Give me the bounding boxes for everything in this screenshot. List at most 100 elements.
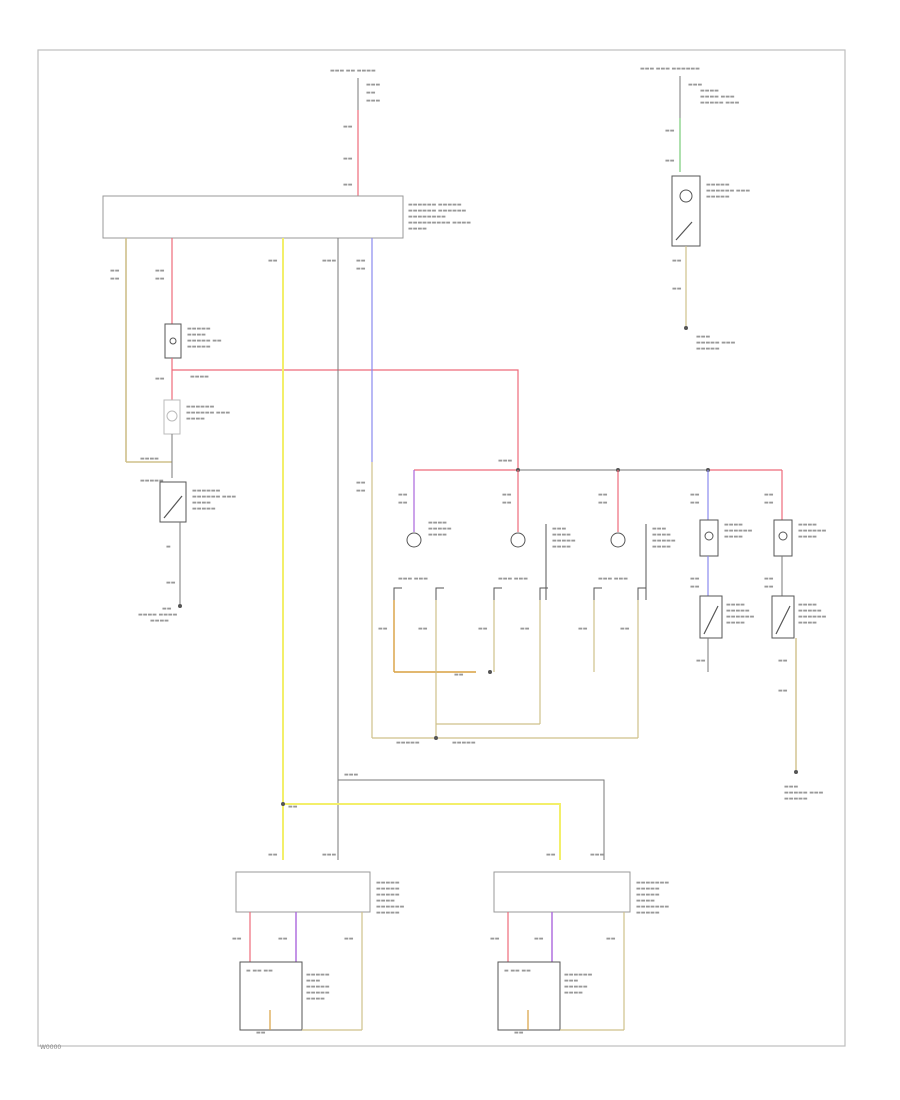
svg-text:▬▬▬▬: ▬▬▬▬ bbox=[428, 532, 447, 538]
svg-text:▬▬▬▬▬: ▬▬▬▬▬ bbox=[652, 538, 676, 544]
svg-text:▬▬: ▬▬ bbox=[343, 182, 353, 188]
svg-text:▬▬: ▬▬ bbox=[778, 688, 788, 694]
svg-text:▬▬▬ ▬▬▬: ▬▬▬ ▬▬▬ bbox=[398, 576, 428, 582]
svg-text:▬▬: ▬▬ bbox=[344, 936, 354, 942]
svg-text:▬▬: ▬▬ bbox=[343, 124, 353, 130]
svg-text:▬▬▬▬▬: ▬▬▬▬▬ bbox=[376, 886, 400, 892]
svg-text:▬▬▬: ▬▬▬ bbox=[564, 978, 578, 984]
svg-text:▬▬▬▬: ▬▬▬▬ bbox=[192, 500, 211, 506]
svg-text:▬▬▬▬▬: ▬▬▬▬▬ bbox=[376, 892, 400, 898]
svg-text:▬▬▬▬▬: ▬▬▬▬▬ bbox=[192, 506, 216, 512]
svg-text:▬▬: ▬▬ bbox=[256, 1030, 266, 1036]
svg-text:▬ ▬▬ ▬▬: ▬ ▬▬ ▬▬ bbox=[504, 968, 531, 974]
svg-text:▬▬▬▬: ▬▬▬▬ bbox=[552, 544, 571, 550]
svg-text:▬▬: ▬▬ bbox=[665, 158, 675, 164]
svg-text:▬▬▬▬▬: ▬▬▬▬▬ bbox=[376, 910, 400, 916]
svg-text:▬▬▬▬▬: ▬▬▬▬▬ bbox=[636, 892, 660, 898]
svg-text:▬▬: ▬▬ bbox=[764, 584, 774, 590]
svg-text:▬▬▬▬: ▬▬▬▬ bbox=[428, 520, 447, 526]
svg-text:▬▬▬▬▬▬▬▬▬ ▬▬▬▬: ▬▬▬▬▬▬▬▬▬ ▬▬▬▬ bbox=[408, 220, 471, 226]
hot-at-all-times-feed: ▬▬▬ ▬▬ ▬▬▬▬ ▬▬▬ ▬▬ ▬▬▬ ▬▬ ▬▬ ▬▬ bbox=[330, 68, 380, 196]
svg-text:▬▬▬▬: ▬▬▬▬ bbox=[724, 534, 743, 540]
svg-text:▬▬: ▬▬ bbox=[672, 286, 682, 292]
svg-text:▬▬▬▬▬: ▬▬▬▬▬ bbox=[636, 886, 660, 892]
svg-text:▬ ▬▬ ▬▬: ▬ ▬▬ ▬▬ bbox=[246, 968, 273, 974]
svg-text:▬▬▬▬▬: ▬▬▬▬▬ bbox=[187, 344, 211, 350]
svg-text:▬▬▬▬▬▬: ▬▬▬▬▬▬ bbox=[798, 528, 827, 534]
svg-text:▬▬▬▬: ▬▬▬▬ bbox=[552, 532, 571, 538]
svg-text:▬▬▬ ▬▬ ▬▬▬▬: ▬▬▬ ▬▬ ▬▬▬▬ bbox=[330, 68, 376, 74]
svg-text:▬▬: ▬▬ bbox=[778, 658, 788, 664]
svg-text:▬▬▬: ▬▬▬ bbox=[322, 258, 336, 264]
svg-text:▬▬▬: ▬▬▬ bbox=[652, 526, 666, 532]
svg-text:▬▬▬▬▬: ▬▬▬▬▬ bbox=[564, 984, 588, 990]
driver-seat-module: ▬▬▬▬▬ ▬▬▬▬▬ ▬▬▬▬▬ ▬▬▬▬ ▬▬▬▬▬▬ ▬▬▬▬▬ ▬▬ ▬… bbox=[232, 871, 405, 1036]
svg-text:▬▬▬▬▬▬▬: ▬▬▬▬▬▬▬ bbox=[636, 880, 669, 886]
svg-text:▬▬▬▬ ▬▬▬: ▬▬▬▬ ▬▬▬ bbox=[700, 94, 735, 100]
svg-text:▬▬: ▬▬ bbox=[690, 576, 700, 582]
svg-text:▬▬▬: ▬▬▬ bbox=[322, 852, 336, 858]
svg-text:▬▬▬: ▬▬▬ bbox=[366, 82, 380, 88]
svg-text:▬▬: ▬▬ bbox=[690, 584, 700, 590]
svg-text:▬▬: ▬▬ bbox=[454, 672, 464, 678]
svg-text:▬▬▬▬▬: ▬▬▬▬▬ bbox=[306, 990, 330, 996]
diagram-frame bbox=[37, 49, 846, 1047]
svg-text:▬▬▬▬▬ ▬▬▬: ▬▬▬▬▬ ▬▬▬ bbox=[696, 340, 736, 346]
svg-text:▬▬▬▬▬ ▬▬▬: ▬▬▬▬▬ ▬▬▬ bbox=[700, 100, 740, 106]
svg-text:▬▬▬▬▬: ▬▬▬▬▬ bbox=[396, 740, 420, 746]
svg-text:▬▬▬▬: ▬▬▬▬ bbox=[700, 88, 719, 94]
svg-text:▬▬: ▬▬ bbox=[356, 488, 366, 494]
svg-text:▬▬: ▬▬ bbox=[546, 852, 556, 858]
svg-text:▬▬▬▬: ▬▬▬▬ bbox=[150, 618, 169, 624]
svg-text:▬▬▬▬: ▬▬▬▬ bbox=[306, 996, 325, 1002]
svg-text:▬▬▬▬▬▬: ▬▬▬▬▬▬ bbox=[726, 614, 755, 620]
svg-text:▬▬▬▬▬: ▬▬▬▬▬ bbox=[726, 608, 750, 614]
svg-text:▬▬▬▬▬▬: ▬▬▬▬▬▬ bbox=[798, 614, 827, 620]
svg-text:▬▬: ▬▬ bbox=[110, 268, 120, 274]
svg-text:▬▬▬▬: ▬▬▬▬ bbox=[726, 602, 745, 608]
svg-text:▬▬▬▬: ▬▬▬▬ bbox=[408, 226, 427, 232]
svg-text:▬▬▬▬▬▬ ▬▬▬▬▬▬: ▬▬▬▬▬▬ ▬▬▬▬▬▬ bbox=[408, 208, 467, 214]
svg-text:▬▬: ▬▬ bbox=[764, 492, 774, 498]
svg-text:▬▬▬▬▬ ▬▬: ▬▬▬▬▬ ▬▬ bbox=[187, 338, 222, 344]
svg-text:▬▬: ▬▬ bbox=[598, 500, 608, 506]
svg-text:▬▬▬▬: ▬▬▬▬ bbox=[187, 332, 206, 338]
svg-text:▬▬▬: ▬▬▬ bbox=[344, 772, 358, 778]
svg-text:▬▬: ▬▬ bbox=[366, 90, 376, 96]
svg-text:▬▬: ▬▬ bbox=[268, 852, 278, 858]
svg-text:▬▬▬▬▬: ▬▬▬▬▬ bbox=[306, 972, 330, 978]
svg-text:▬▬▬: ▬▬▬ bbox=[306, 978, 320, 984]
svg-text:▬▬▬▬: ▬▬▬▬ bbox=[652, 544, 671, 550]
page-code: W0000 bbox=[40, 1044, 62, 1051]
svg-text:▬▬▬▬: ▬▬▬▬ bbox=[798, 534, 817, 540]
svg-text:▬▬: ▬▬ bbox=[232, 936, 242, 942]
svg-text:▬▬: ▬▬ bbox=[398, 500, 408, 506]
passenger-seat-module: ▬▬▬▬▬▬▬ ▬▬▬▬▬ ▬▬▬▬▬ ▬▬▬▬ ▬▬▬▬▬▬▬ ▬▬▬▬▬ ▬… bbox=[490, 871, 669, 1036]
svg-text:▬▬▬▬▬▬: ▬▬▬▬▬▬ bbox=[376, 904, 405, 910]
svg-text:▬▬: ▬▬ bbox=[356, 266, 366, 272]
svg-text:▬▬▬▬: ▬▬▬▬ bbox=[190, 374, 209, 380]
lamp-bus: ▬▬▬ ▬▬ ▬▬ ▬▬▬▬ ▬▬▬▬▬ ▬▬▬▬ ▬▬ ▬▬ ▬▬▬ ▬▬▬▬… bbox=[398, 458, 827, 802]
svg-text:▬▬: ▬▬ bbox=[356, 480, 366, 486]
svg-text:▬▬: ▬▬ bbox=[502, 492, 512, 498]
svg-text:▬▬▬▬▬: ▬▬▬▬▬ bbox=[187, 326, 211, 332]
svg-text:▬▬▬▬▬: ▬▬▬▬▬ bbox=[428, 526, 452, 532]
svg-text:▬▬▬ ▬▬▬: ▬▬▬ ▬▬▬ bbox=[498, 576, 528, 582]
svg-text:▬▬: ▬▬ bbox=[166, 580, 176, 586]
svg-text:▬▬▬▬▬: ▬▬▬▬▬ bbox=[636, 910, 660, 916]
svg-text:▬▬▬: ▬▬▬ bbox=[366, 98, 380, 104]
svg-text:▬▬▬▬▬▬▬▬: ▬▬▬▬▬▬▬▬ bbox=[408, 214, 446, 220]
svg-text:▬▬▬▬: ▬▬▬▬ bbox=[564, 990, 583, 996]
svg-text:▬▬: ▬▬ bbox=[162, 606, 172, 612]
svg-text:▬▬▬: ▬▬▬ bbox=[696, 334, 710, 340]
svg-text:▬▬▬: ▬▬▬ bbox=[498, 458, 512, 464]
svg-text:▬▬▬▬▬▬: ▬▬▬▬▬▬ bbox=[724, 528, 753, 534]
svg-text:▬▬▬: ▬▬▬ bbox=[590, 852, 604, 858]
svg-text:▬▬: ▬▬ bbox=[398, 492, 408, 498]
svg-text:▬: ▬ bbox=[166, 544, 171, 550]
svg-text:▬▬: ▬▬ bbox=[598, 492, 608, 498]
svg-text:▬▬: ▬▬ bbox=[578, 626, 588, 632]
svg-text:▬▬▬▬▬: ▬▬▬▬▬ bbox=[140, 478, 164, 484]
hot-in-run-feed: ▬▬▬ ▬▬▬ ▬▬▬▬▬▬ ▬▬▬ ▬▬▬▬ ▬▬▬▬ ▬▬▬ ▬▬▬▬▬ ▬… bbox=[640, 66, 750, 352]
